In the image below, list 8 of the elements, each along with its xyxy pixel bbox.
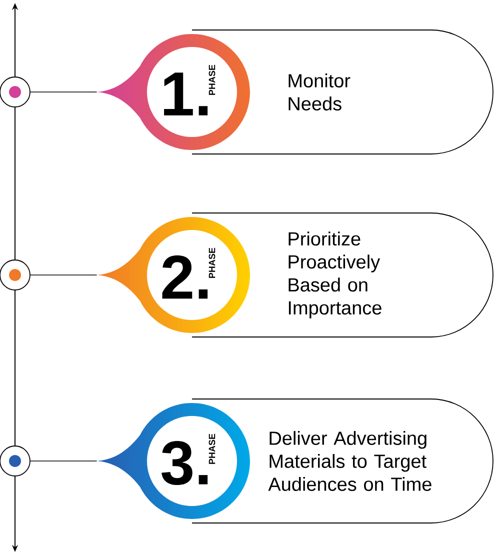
- connector-line: [30, 460, 98, 462]
- node-label: PHASE: [208, 64, 216, 95]
- node-label: PHASE: [208, 248, 216, 278]
- node-label: PHASE: [208, 434, 216, 464]
- connector-line: [30, 274, 98, 276]
- phase-badge: 1. PHASE: [147, 47, 237, 137]
- phase-badge: 2. PHASE: [147, 230, 237, 320]
- phase-badge: 3. PHASE: [147, 416, 237, 506]
